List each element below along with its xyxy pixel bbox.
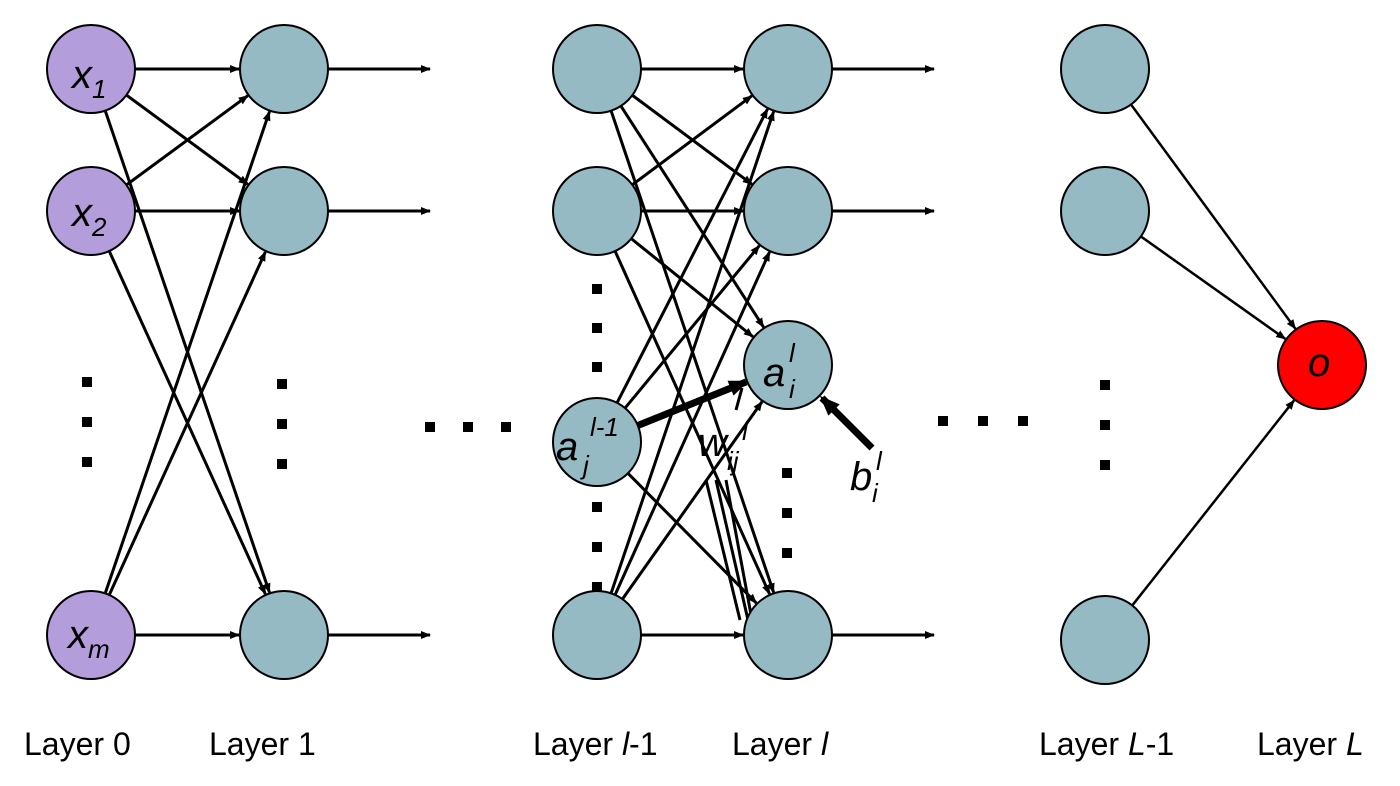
layer-l-minus-1-label: Layer l-1: [533, 726, 658, 762]
node-pj: [552, 397, 642, 487]
edges-layer: [103, 65, 1297, 639]
edge-pc-qb: [613, 251, 771, 596]
node-qi: [743, 320, 833, 410]
weight-leader-line: [734, 387, 744, 411]
edge-pj-qb: [623, 244, 761, 410]
ellipsis-dot: [1018, 416, 1028, 426]
node-h1c: [239, 590, 329, 680]
node-o: [1277, 320, 1367, 410]
node-x2: [46, 166, 136, 256]
weight-label: w: [698, 421, 730, 465]
ellipsis-dot: [1100, 460, 1110, 470]
node-label-ai: a: [763, 351, 785, 395]
edge-weight-wij: [636, 378, 750, 429]
ellipsis-dot: [592, 362, 602, 372]
edge-xm-h1a: [103, 110, 271, 594]
ellipsis-dot: [782, 468, 792, 478]
ellipsis-dot: [782, 508, 792, 518]
ellipsis-dot: [82, 417, 92, 427]
ellipsis-dot: [592, 284, 602, 294]
ellipsis-dot: [82, 377, 92, 387]
edge-pa-qi: [619, 105, 765, 329]
weight-leader-line: [724, 479, 754, 621]
ellipsis-dot: [277, 379, 287, 389]
ellipsis-dot: [782, 548, 792, 558]
node-Ra: [1060, 24, 1150, 114]
node-h1a: [239, 24, 329, 114]
edge-x2-h1a: [125, 94, 249, 187]
edge-Ra-o: [1130, 103, 1297, 330]
edge-pj-qc: [626, 472, 758, 605]
bias-label-sub: i: [872, 478, 879, 508]
weight-label-sub: ij: [727, 446, 740, 476]
node-Rb: [1060, 166, 1150, 256]
node-label-ai-sup: l: [789, 338, 796, 368]
bias-label-sup: l: [876, 446, 883, 476]
ellipsis-dot: [592, 542, 602, 552]
node-label-x1: x1: [70, 53, 106, 104]
bias-label: b: [850, 455, 872, 499]
ellipsis-dot: [277, 459, 287, 469]
node-label-aj-sub: j: [580, 450, 590, 480]
bias-arrow: [819, 395, 875, 451]
nodes-layer: [46, 24, 1367, 685]
layer-l-label: Layer l: [732, 726, 829, 762]
node-qa: [743, 24, 833, 114]
node-label-aj: a: [556, 425, 578, 469]
node-x1: [46, 24, 136, 114]
node-label-o: o: [1308, 341, 1330, 385]
ellipsis-dot: [592, 502, 602, 512]
weight-leader-line: [704, 479, 742, 621]
node-pb: [552, 166, 642, 256]
weight-label-sup: l: [742, 416, 749, 446]
ellipsis-dot: [425, 422, 435, 432]
edge-pc-qi: [621, 400, 764, 600]
node-label-ai-sub: i: [789, 374, 796, 404]
node-pa: [552, 24, 642, 114]
layer-0-label: Layer 0: [24, 726, 131, 762]
ellipsis-dot: [938, 416, 948, 426]
ellipsis-dots: [82, 284, 1110, 592]
node-pc: [552, 590, 642, 680]
ellipsis-dot: [463, 422, 473, 432]
node-label-aj-sup: l-1: [590, 412, 619, 442]
node-label-xm: xm: [66, 613, 110, 664]
layer-L-label: Layer L: [1257, 726, 1364, 762]
ellipsis-dot: [277, 419, 287, 429]
ellipsis-dot: [978, 416, 988, 426]
weight-leader-line: [714, 479, 750, 621]
ellipsis-dot: [592, 582, 602, 592]
layer-1-label: Layer 1: [209, 726, 316, 762]
node-h1b: [239, 166, 329, 256]
node-qc: [743, 590, 833, 680]
node-label-x2: x2: [70, 191, 107, 242]
node-Rc: [1060, 595, 1150, 685]
edge-pb-qa: [631, 94, 753, 186]
ellipsis-dot: [1100, 420, 1110, 430]
edge-Rc-o: [1131, 399, 1296, 607]
edge-pc-qa: [609, 110, 776, 594]
ellipsis-dot: [592, 323, 602, 333]
ellipsis-dot: [501, 422, 511, 432]
ellipsis-dot: [1100, 380, 1110, 390]
ellipsis-dot: [82, 457, 92, 467]
layer-L-minus-1-label: Layer L-1: [1039, 726, 1174, 762]
edge-pb-qi: [630, 237, 754, 338]
edge-pj-qa: [615, 108, 769, 404]
node-qb: [743, 166, 833, 256]
edge-xm-h1b: [107, 251, 267, 596]
node-xm: [46, 590, 136, 680]
edge-Rb-o: [1140, 235, 1287, 340]
